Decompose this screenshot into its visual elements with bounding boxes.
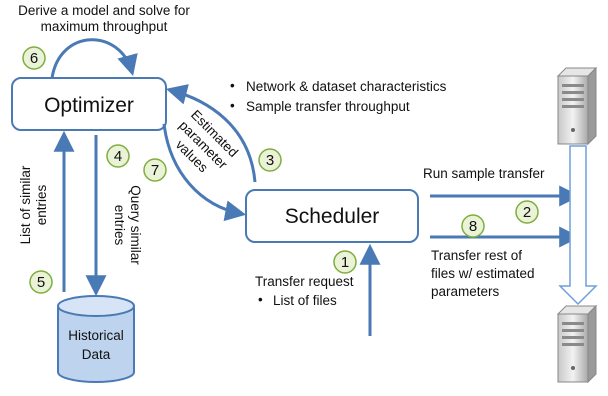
list-files-label: List of files — [273, 293, 337, 308]
server-transfer-hollow-arrow — [558, 145, 598, 306]
query-similar-line2: entries — [112, 205, 127, 246]
historical-data-cylinder — [57, 295, 135, 383]
query-similar-line1: Query similar — [128, 185, 143, 265]
bullet-2: • — [230, 98, 235, 113]
step-number-3: 3 — [266, 152, 274, 169]
self-loop-arrow — [50, 38, 138, 79]
step-circle-3: 3 — [258, 148, 282, 172]
estimated-params-group: Estimated parameter values — [173, 107, 241, 175]
scheduler-box — [245, 189, 419, 243]
step-circle-2: 2 — [515, 200, 539, 224]
transfer-rest-line1: Transfer rest of — [431, 248, 522, 263]
step-number-2: 2 — [523, 204, 531, 221]
scheduler-label: Scheduler — [285, 205, 380, 228]
step-circle-8: 8 — [461, 214, 485, 238]
step-circle-7: 7 — [143, 158, 167, 182]
step-number-4: 4 — [114, 148, 122, 165]
list-files-bullet: • — [258, 292, 263, 307]
optimizer-to-scheduler-arrow — [162, 123, 247, 222]
step-number-1: 1 — [341, 254, 349, 271]
run-sample-label: Run sample transfer — [423, 166, 545, 181]
characteristics-item-2: Sample transfer throughput — [246, 99, 410, 114]
historical-label-line2: Data — [82, 347, 111, 362]
list-similar-group: List of similar entries — [18, 165, 49, 244]
bullet-1: • — [230, 78, 235, 93]
step-number-8: 8 — [469, 218, 477, 235]
transfer-request-label: Transfer request — [255, 274, 354, 289]
step-circle-5: 5 — [29, 270, 53, 294]
step-circle-1: 1 — [333, 250, 357, 274]
step-number-6: 6 — [30, 50, 38, 67]
destination-server-icon — [556, 304, 598, 384]
step-circle-4: 4 — [106, 144, 130, 168]
top-caption-line1: Derive a model and solve for — [18, 3, 190, 18]
list-similar-line1: List of similar — [18, 165, 33, 244]
transfer-rest-line2: files w/ estimated — [431, 266, 535, 281]
source-server-icon — [556, 66, 598, 146]
step-circle-6: 6 — [22, 46, 46, 70]
optimizer-label: Optimizer — [44, 94, 134, 117]
step-number-7: 7 — [151, 162, 159, 179]
query-similar-group: Query similar entries — [112, 185, 143, 265]
characteristics-item-1: Network & dataset characteristics — [246, 79, 447, 94]
historical-label-line1: Historical — [68, 328, 124, 343]
step-number-5: 5 — [37, 274, 45, 291]
top-caption-line2: maximum throughput — [41, 19, 168, 34]
scheduler-to-optimizer-arrow — [165, 84, 257, 183]
transfer-rest-line3: parameters — [431, 284, 500, 299]
list-similar-line2: entries — [34, 184, 49, 225]
